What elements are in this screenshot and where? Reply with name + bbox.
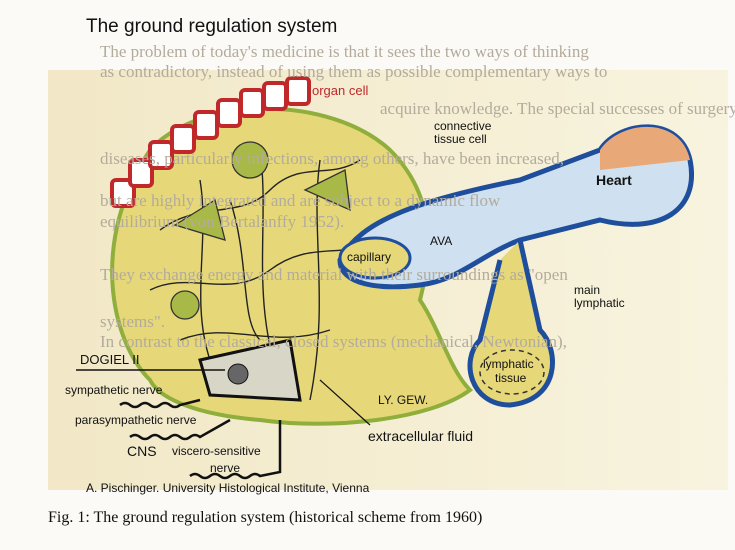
label-cns: CNS — [127, 443, 157, 459]
ghost-line: In contrast to the classical, closed sys… — [100, 332, 567, 351]
dogiel-cell — [198, 338, 302, 402]
label-viscero-sensitive-2: nerve — [210, 461, 241, 475]
label-dogiel-ii: DOGIEL II — [80, 352, 140, 367]
vascular-system — [337, 124, 694, 408]
label-ly-gew: LY. GEW. — [378, 393, 429, 407]
ghost-line: acquire knowledge. The special successes… — [380, 99, 735, 118]
ghost-line: but are highly integrated and are subjec… — [100, 191, 501, 210]
label-sympathetic-nerve: sympathetic nerve — [65, 383, 163, 397]
ghost-line: as contradictory, instead of using them … — [100, 62, 608, 81]
label-parasympathetic-nerve: parasympathetic nerve — [75, 413, 197, 427]
figure-caption: Fig. 1: The ground regulation system (hi… — [48, 509, 483, 526]
ghost-line: systems". — [100, 312, 166, 331]
label-main-lymphatic-1: main — [574, 283, 601, 297]
label-heart: Heart — [596, 172, 632, 188]
label-extracellular-fluid: extracellular fluid — [368, 428, 474, 444]
label-capillary: capillary — [347, 250, 392, 264]
ghost-line: equilibrium (von Bertalanffy 1952). — [100, 212, 345, 231]
label-organ-cell: organ cell — [312, 83, 369, 98]
label-lymphatic-tissue-1: lymphatic — [483, 357, 534, 371]
label-main-lymphatic-2: lymphatic — [574, 296, 625, 310]
connective-tissue-cells — [170, 141, 351, 320]
credit-text: A. Pischinger. University Histological I… — [86, 481, 370, 495]
ganglion-nucleus — [227, 363, 249, 385]
ghost-line: The problem of today's medicine is that … — [100, 42, 589, 61]
ghost-line: diseases, particularly infections, among… — [100, 149, 565, 168]
label-ava: AVA — [430, 234, 453, 248]
figure-title: The ground regulation system — [86, 16, 338, 37]
label-lymphatic-tissue-2: tissue — [495, 371, 527, 385]
ghost-line: They exchange energy and material with t… — [100, 265, 568, 284]
organ-cell-row — [110, 76, 311, 208]
label-connective-tissue-cell-2: tissue cell — [434, 132, 487, 146]
label-connective-tissue-cell-1: connective — [434, 119, 492, 133]
figure-credit: A. Pischinger. University Histological I… — [86, 482, 369, 495]
nerves — [76, 369, 371, 480]
label-viscero-sensitive-1: viscero-sensitive — [172, 444, 261, 458]
